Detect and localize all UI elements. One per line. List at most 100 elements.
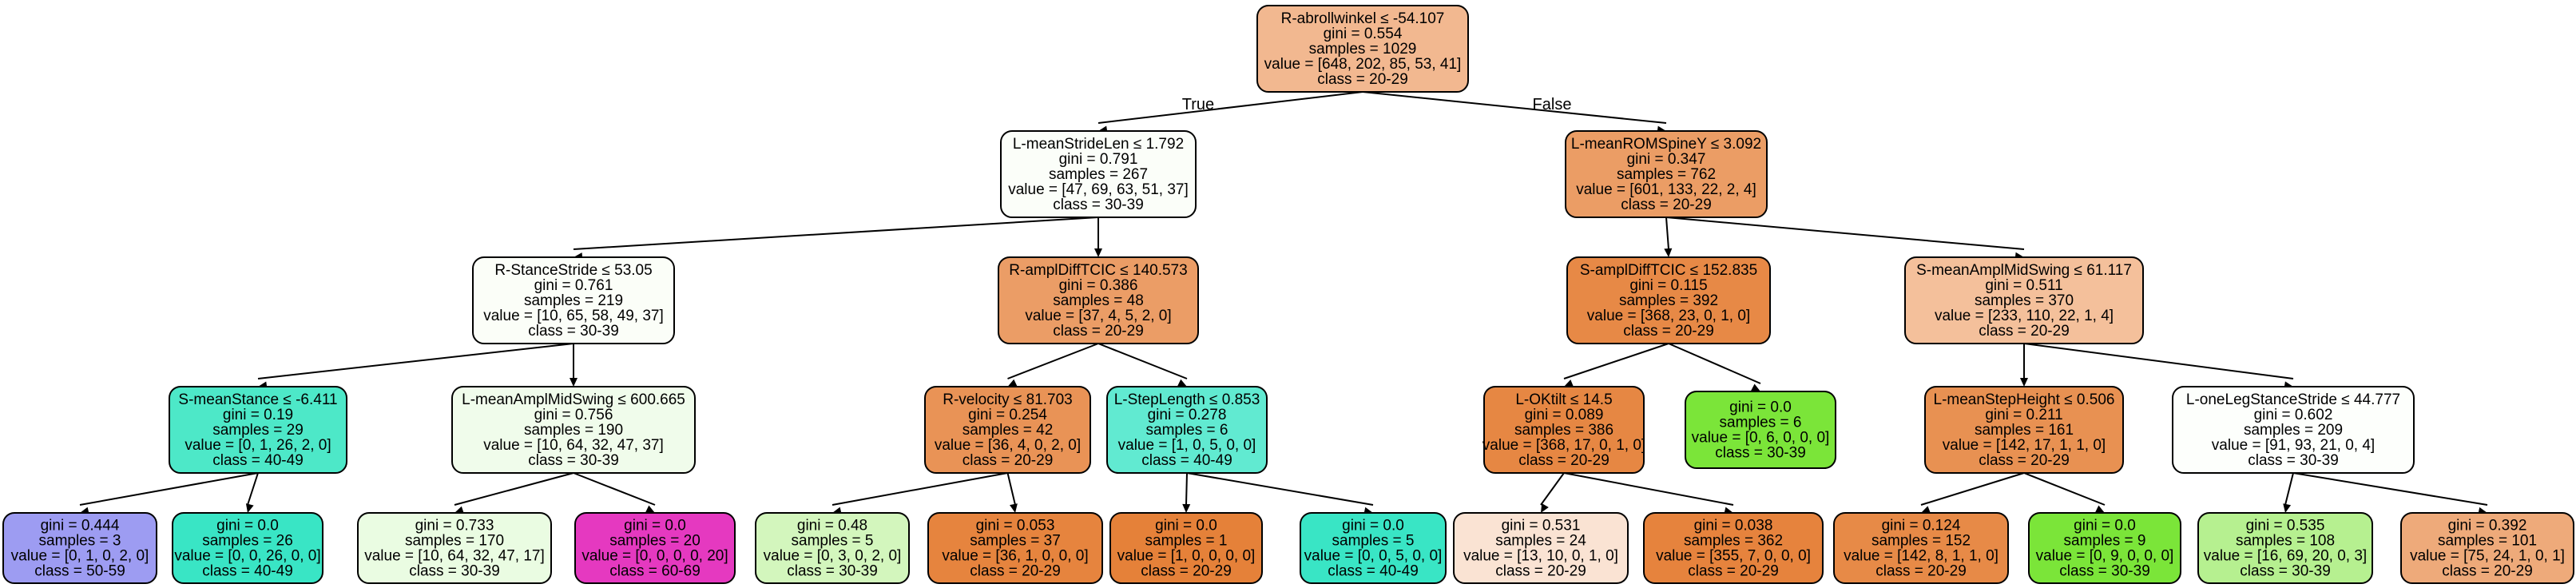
tree-node-line: gini = 0.602 [2254, 407, 2333, 423]
tree-node-line: value = [0, 1, 26, 2, 0] [185, 437, 331, 454]
tree-edge-labels: True False [1182, 96, 1572, 113]
tree-node-line: value = [37, 4, 5, 2, 0] [1025, 308, 1171, 324]
tree-node-line: value = [10, 64, 32, 47, 17] [364, 548, 545, 565]
tree-node-box [172, 512, 323, 584]
tree-node-line: value = [648, 202, 85, 53, 41] [1264, 56, 1462, 73]
edge-arrowhead [1664, 248, 1673, 257]
tree-node-box [927, 512, 1103, 584]
tree-node-line: samples = 392 [1619, 292, 1718, 309]
tree-node-line: class = 30-39 [1715, 445, 1806, 462]
tree-node-line: class = 40-49 [202, 563, 293, 580]
tree-edges [79, 91, 2488, 515]
tree-node-line: R-abrollwinkel ≤ -54.107 [1281, 10, 1445, 27]
edge-arrowhead [1094, 248, 1102, 257]
tree-node-line: value = [233, 110, 22, 1, 4] [1935, 308, 2114, 324]
tree-node-box [998, 256, 1199, 344]
edge-arrowhead [1182, 503, 1191, 513]
tree-node-line: gini = 0.535 [2246, 518, 2325, 534]
tree-node-line: samples = 6 [1720, 415, 1802, 431]
tree-node-line: value = [1, 0, 5, 0, 0] [1118, 437, 1256, 454]
tree-node-line: gini = 0.0 [2074, 518, 2136, 534]
edge-n26-n27 [2284, 472, 2294, 506]
tree-node-line: samples = 762 [1617, 166, 1716, 183]
tree-node-line: gini = 0.392 [2448, 518, 2527, 534]
tree-node-line: value = [368, 17, 0, 1, 0] [1482, 437, 1645, 454]
tree-node-line: gini = 0.19 [223, 407, 293, 423]
tree-node-line: value = [47, 69, 63, 51, 37] [1008, 181, 1189, 198]
tree-node-box [2, 512, 157, 584]
tree-node-box [1565, 130, 1768, 218]
tree-node-line: class = 30-39 [409, 563, 500, 580]
tree-node-line: class = 30-39 [2248, 452, 2339, 469]
tree-node-box [357, 512, 552, 584]
tree-node-line: gini = 0.48 [797, 518, 867, 534]
tree-node-line: value = [36, 4, 0, 2, 0] [935, 437, 1081, 454]
tree-node-line: gini = 0.511 [1985, 277, 2062, 294]
tree-node-line: value = [0, 3, 0, 2, 0] [764, 548, 902, 565]
tree-node-line: value = [13, 10, 0, 1, 0] [1463, 548, 1618, 565]
tree-node-line: S-meanStance ≤ -6.411 [178, 391, 337, 408]
edge-n23-n24 [1920, 472, 2025, 506]
edge-n13-n14 [1185, 472, 1188, 506]
tree-node-box [1924, 386, 2124, 474]
edge-arrowhead [1921, 506, 1931, 514]
tree-node-line: class = 40-49 [1141, 452, 1232, 469]
tree-node-line: samples = 101 [2438, 533, 2537, 550]
tree-node-box [1685, 391, 1836, 469]
tree-node-line: class = 20-29 [1053, 323, 1144, 340]
edge-arrowhead [1564, 379, 1574, 387]
tree-node-line: value = [0, 0, 0, 0, 20] [581, 548, 728, 565]
edge-n17-n21 [1668, 343, 1761, 384]
tree-node-line: gini = 0.386 [1059, 277, 1138, 294]
tree-node-line: value = [1, 0, 0, 0, 0] [1117, 548, 1256, 565]
tree-node-box [924, 386, 1091, 474]
edge-n1-n2 [573, 217, 1099, 250]
edge-n6-n8 [573, 472, 656, 506]
edge-n17-n18 [1563, 343, 1669, 379]
tree-node-line: class = 20-29 [1495, 563, 1586, 580]
edge-n22-n26 [2023, 343, 2294, 379]
tree-node-box [2400, 512, 2574, 584]
tree-node-line: samples = 161 [1975, 422, 2074, 439]
tree-node-line: class = 20-29 [1621, 197, 1712, 213]
tree-node-box [1300, 512, 1447, 584]
true-branch-label: True [1182, 96, 1214, 113]
tree-node-box [1833, 512, 2009, 584]
tree-node-line: value = [0, 0, 26, 0, 0] [174, 548, 320, 565]
tree-node-line: gini = 0.347 [1627, 151, 1706, 168]
tree-node-line: value = [601, 133, 22, 2, 4] [1576, 181, 1756, 198]
tree-node-box [755, 512, 910, 584]
tree-node-line: samples = 48 [1053, 292, 1144, 309]
tree-node-box [1000, 130, 1197, 218]
tree-node-line: L-meanStepHeight ≤ 0.506 [1934, 391, 2115, 408]
tree-node-box [169, 386, 347, 474]
tree-node-line: value = [142, 8, 1, 1, 0] [1844, 548, 1998, 565]
edge-n6-n7 [454, 472, 574, 506]
edge-n18-n19 [1540, 472, 1565, 506]
tree-node-line: R-amplDiffTCIC ≤ 140.573 [1009, 262, 1187, 279]
tree-node-line: class = 20-29 [2442, 563, 2533, 580]
tree-node-line: gini = 0.0 [1342, 518, 1404, 534]
tree-node-line: samples = 37 [970, 533, 1061, 550]
edge-n16-n17 [1665, 217, 1669, 250]
tree-node-line: samples = 3 [39, 533, 121, 550]
tree-node-line: samples = 362 [1684, 533, 1783, 550]
tree-node-line: samples = 1 [1145, 533, 1228, 550]
edge-n0-n1 [1097, 91, 1363, 124]
tree-node-line: samples = 209 [2244, 422, 2343, 439]
edge-arrowhead [645, 505, 655, 513]
